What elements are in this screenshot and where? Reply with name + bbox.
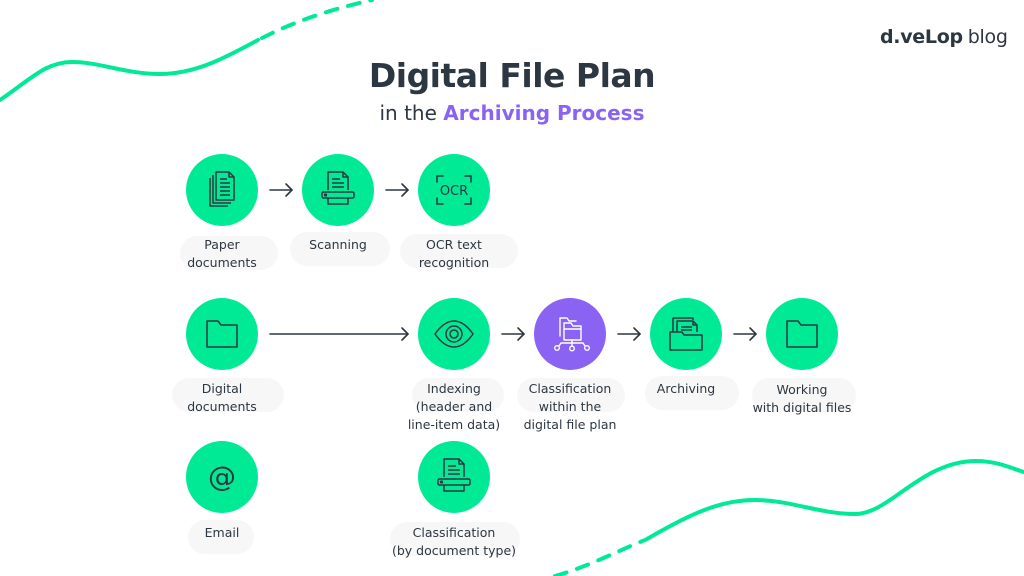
logo-suffix: blog (967, 26, 1008, 48)
folder-network-icon (553, 317, 591, 352)
label-classification-doc-type: Classification (by document type) (391, 525, 517, 558)
arrow-paper-to-scanning (269, 183, 293, 197)
node-scanning (302, 154, 374, 226)
scanner-icon (437, 458, 471, 492)
label-background (188, 520, 254, 554)
ocr-icon: OCR (436, 175, 472, 205)
arrow-digital-to-indexing (269, 327, 409, 341)
page-subtitle: in the Archiving Process (0, 101, 1024, 125)
label-indexing: Indexing (header and line-item data) (407, 381, 501, 432)
node-indexing (418, 298, 490, 370)
label-classification-file-plan: Classification within the digital file p… (523, 381, 617, 432)
label-background (412, 378, 504, 412)
label-background (645, 376, 739, 410)
page-title: Digital File Plan (368, 56, 656, 95)
label-email: Email (204, 525, 240, 540)
label-ocr: OCR text recognition (418, 237, 490, 270)
documents-stack-icon (209, 171, 235, 207)
arrow-classification-to-archiving (617, 327, 641, 341)
node-working (766, 298, 838, 370)
node-classification-file-plan (534, 298, 606, 370)
subtitle-prefix: in the (379, 101, 437, 125)
folder-icon (786, 320, 818, 348)
node-digital-documents (186, 298, 258, 370)
label-archiving: Archiving (656, 381, 716, 396)
svg-text:@: @ (208, 460, 236, 493)
label-working: Working with digital files (752, 382, 852, 415)
node-ocr: OCR (418, 154, 490, 226)
label-background (390, 522, 520, 556)
node-archiving (650, 298, 722, 370)
label-background (290, 232, 390, 266)
archive-folder-icon (669, 317, 703, 351)
scanner-icon (321, 171, 355, 205)
svg-text:OCR: OCR (440, 184, 468, 199)
arrow-archiving-to-working (733, 327, 757, 341)
label-digital-documents: Digital documents (187, 381, 257, 414)
node-paper-documents (186, 154, 258, 226)
folder-icon (206, 320, 238, 348)
arrow-scanning-to-ocr (385, 183, 409, 197)
at-sign-icon: @ (208, 460, 236, 493)
label-background (400, 234, 518, 268)
arrow-indexing-to-classification (501, 327, 525, 341)
node-classification-doc-type (418, 441, 490, 513)
logo-brand: d.veLop (880, 26, 963, 48)
eye-icon (434, 320, 474, 348)
node-email: @ (186, 441, 258, 513)
label-paper-documents: Paper documents (187, 237, 257, 270)
label-scanning: Scanning (309, 237, 367, 252)
label-background (180, 236, 278, 270)
subtitle-accent: Archiving Process (443, 101, 645, 125)
label-background (172, 378, 284, 412)
label-background (752, 378, 856, 412)
label-background (517, 378, 625, 412)
